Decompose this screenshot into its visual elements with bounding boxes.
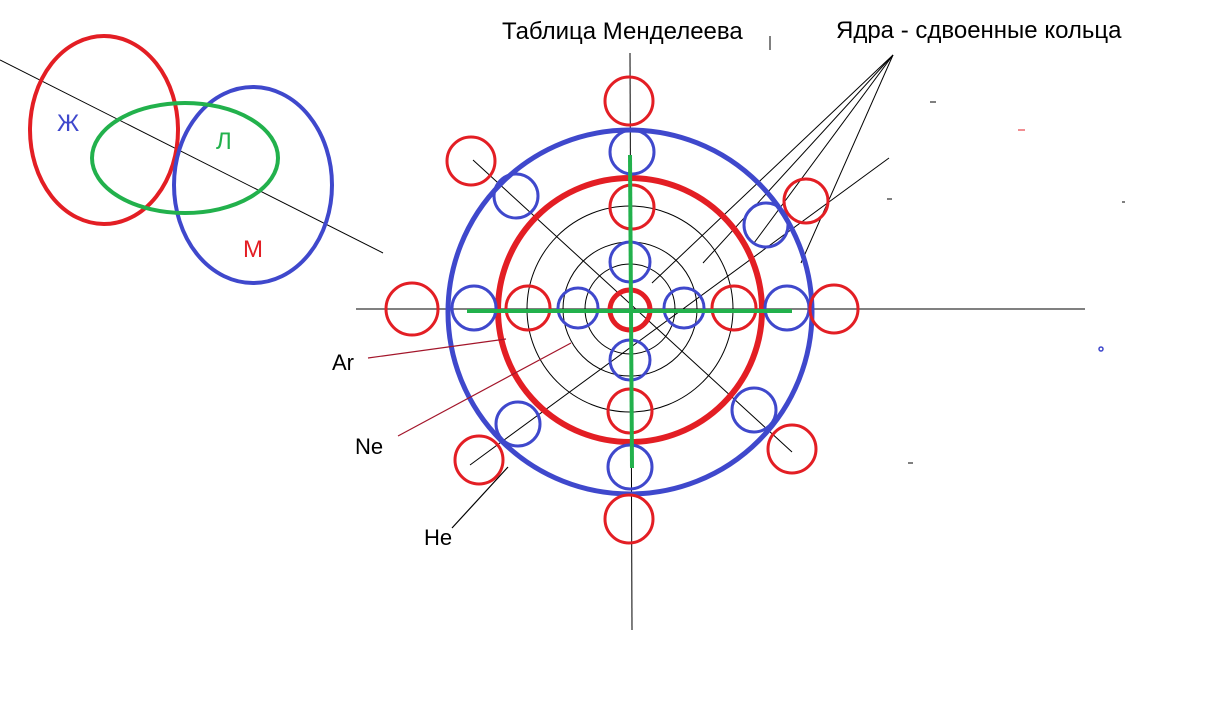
pointer-line-3 <box>753 54 894 244</box>
venn-label-l: Л <box>216 128 232 155</box>
inner-circle-right-blue <box>662 286 706 330</box>
far-circle-bottom-red <box>603 493 655 545</box>
far-circle-nw-red <box>445 135 497 187</box>
venn-diagonal-line <box>0 59 384 254</box>
far-circle-top-red <box>603 75 655 127</box>
venn-label-zh: Ж <box>57 110 79 137</box>
far-circle-right-red <box>808 283 860 335</box>
outer-circle-left-blue <box>450 284 498 332</box>
inner-circle-left-blue <box>556 286 600 330</box>
pointer-line-1 <box>651 54 894 284</box>
mid-circle-left-red <box>504 284 552 332</box>
diag-circle-sw-blue <box>494 400 542 448</box>
venn-diagram: Ж Л М <box>0 34 384 285</box>
green-cross-vertical <box>628 154 634 469</box>
venn-red-ellipse <box>28 34 180 226</box>
diagram-title: Таблица Менделеева <box>502 18 743 45</box>
ne-pointer-line <box>397 342 572 437</box>
atom <box>356 36 1125 631</box>
outer-circle-right-blue <box>763 284 811 332</box>
element-label-ne: Ne <box>355 434 383 459</box>
ar-pointer-line <box>367 338 507 359</box>
pointer-line-4 <box>800 54 894 264</box>
element-label-he: He <box>424 525 452 550</box>
venn-label-m: М <box>243 236 263 263</box>
far-circle-se-red <box>766 423 818 475</box>
nuclei-label: Ядра - сдвоенные кольца <box>836 17 1122 44</box>
venn-green-ellipse <box>90 101 280 215</box>
he-pointer-line <box>451 466 509 529</box>
far-circle-ne-red <box>782 177 830 225</box>
stray-dot-1 <box>1098 346 1104 352</box>
far-circle-sw-red <box>453 434 505 486</box>
element-label-ar: Ar <box>332 350 354 375</box>
venn-blue-ellipse <box>172 85 334 285</box>
mid-circle-right-red <box>710 284 758 332</box>
diag-circle-nw-blue <box>492 172 540 220</box>
diag-circle-ne-blue <box>742 201 790 249</box>
diag-circle-se-blue <box>730 386 778 434</box>
far-circle-left-red <box>384 281 440 337</box>
